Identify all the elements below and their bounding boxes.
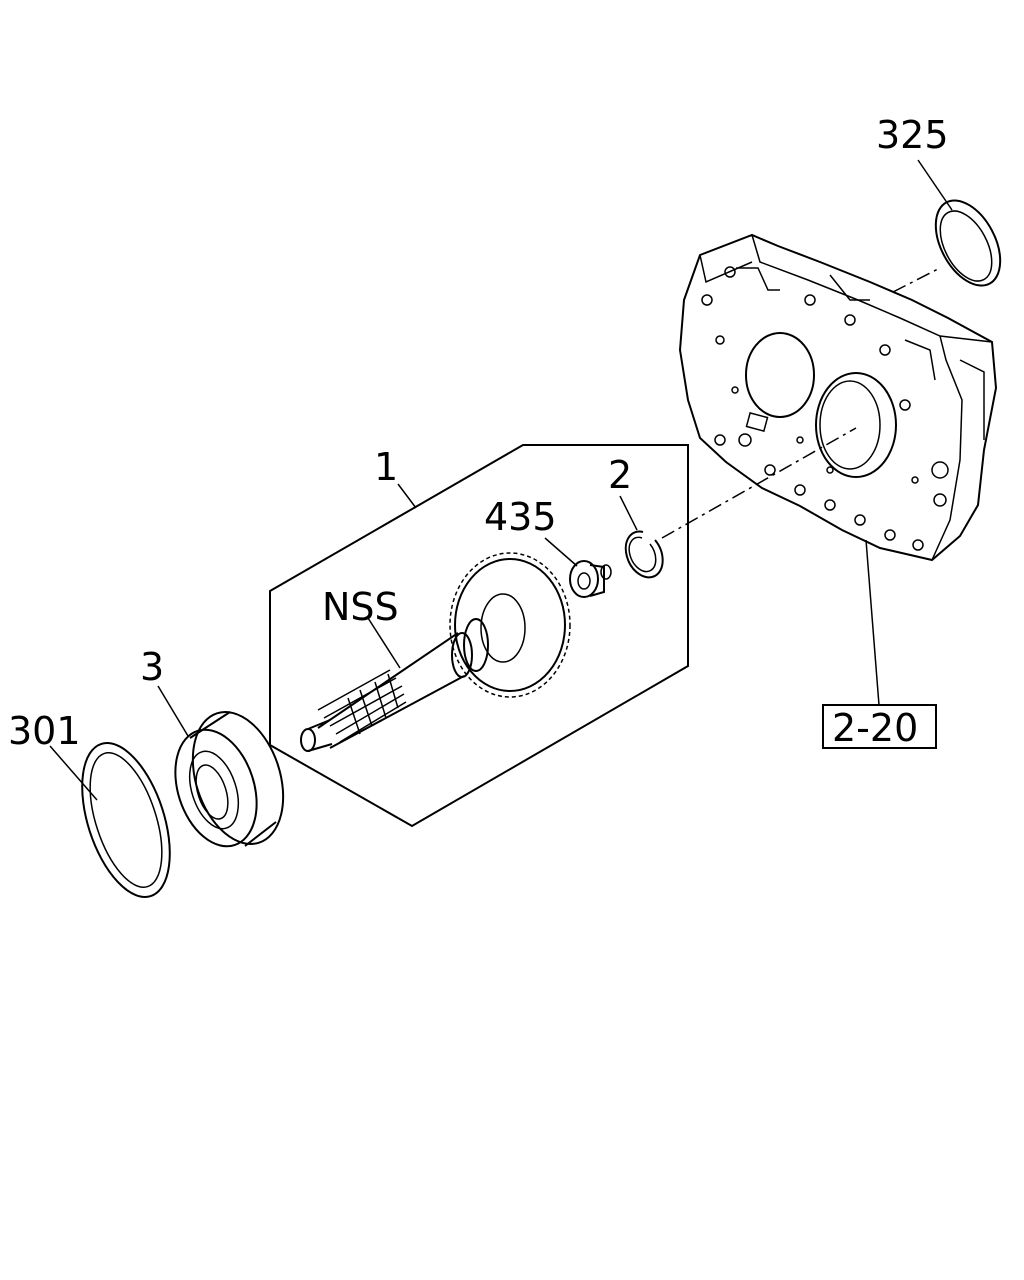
assembly-outline-1 bbox=[269, 444, 689, 828]
callout-3: 3 bbox=[140, 645, 164, 689]
callout-2: 2 bbox=[608, 453, 632, 497]
leader-301 bbox=[49, 745, 98, 801]
callout-2-20: 2-20 bbox=[832, 706, 918, 750]
leader-nss bbox=[367, 617, 401, 669]
seal-ring-301 bbox=[81, 742, 171, 898]
seal-ring-325 bbox=[934, 199, 1002, 287]
bearing-3 bbox=[174, 711, 285, 848]
transmission-case bbox=[678, 233, 998, 562]
callout-1: 1 bbox=[374, 445, 398, 489]
leader-2 bbox=[619, 495, 638, 531]
centerline-325 bbox=[892, 267, 941, 293]
callout-325: 325 bbox=[876, 113, 949, 157]
callout-435: 435 bbox=[484, 495, 557, 539]
leader-3 bbox=[157, 685, 189, 737]
plug-435 bbox=[569, 560, 612, 598]
snap-ring-2 bbox=[624, 530, 664, 579]
input-shaft bbox=[300, 552, 571, 752]
leader-1 bbox=[397, 483, 417, 509]
callout-box-2-20 bbox=[822, 704, 937, 749]
centerline-main bbox=[661, 427, 857, 539]
leader-435 bbox=[544, 537, 578, 567]
callout-nss: NSS bbox=[322, 585, 399, 629]
leader-case bbox=[865, 539, 880, 706]
leader-325 bbox=[917, 159, 953, 211]
callout-301: 301 bbox=[8, 709, 81, 753]
